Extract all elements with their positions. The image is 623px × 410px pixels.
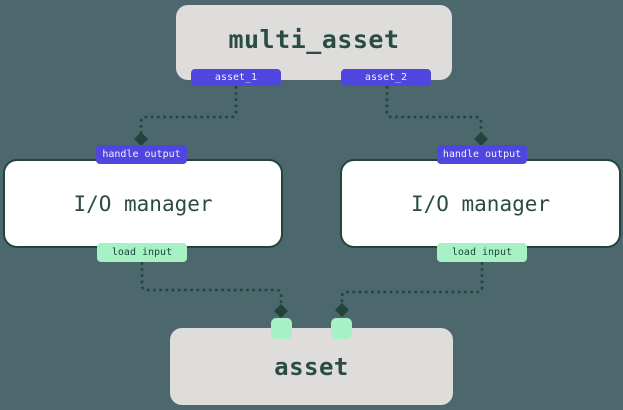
arrowhead-diamond xyxy=(134,132,148,146)
edge-load-input-right-to-asset xyxy=(340,262,484,304)
port-load-input-left: load input xyxy=(97,243,187,262)
port-handle-output-right: handle output xyxy=(437,145,527,164)
arrowhead-diamond xyxy=(335,303,349,317)
port-asset-1-label: asset_1 xyxy=(214,72,258,83)
port-handle-output-right-label: handle output xyxy=(442,149,522,160)
node-multi-asset-label: multi_asset xyxy=(228,25,400,54)
port-handle-output-left: handle output xyxy=(96,145,187,164)
edge-asset1-to-handle-output xyxy=(139,86,238,133)
port-load-input-left-label: load input xyxy=(111,247,173,258)
node-asset: asset xyxy=(170,328,453,405)
port-input-square-left xyxy=(271,318,292,339)
port-asset-2: asset_2 xyxy=(341,69,431,86)
edge-asset2-to-handle-output xyxy=(385,86,483,133)
arrowhead-diamond xyxy=(474,132,488,146)
arrowhead-diamond xyxy=(274,304,288,318)
node-io-manager-right: I/O manager xyxy=(340,159,621,248)
port-asset-2-label: asset_2 xyxy=(364,72,408,83)
port-load-input-right-label: load input xyxy=(451,247,513,258)
port-asset-1: asset_1 xyxy=(191,69,281,86)
node-io-manager-left: I/O manager xyxy=(3,159,283,248)
node-asset-label: asset xyxy=(274,352,349,381)
port-load-input-right: load input xyxy=(437,243,527,262)
edge-load-input-left-to-asset xyxy=(140,262,283,305)
node-multi-asset: multi_asset xyxy=(176,5,452,80)
port-input-square-right xyxy=(331,318,352,339)
node-io-manager-left-label: I/O manager xyxy=(73,191,213,216)
node-io-manager-right-label: I/O manager xyxy=(410,191,551,216)
port-handle-output-left-label: handle output xyxy=(102,149,181,160)
